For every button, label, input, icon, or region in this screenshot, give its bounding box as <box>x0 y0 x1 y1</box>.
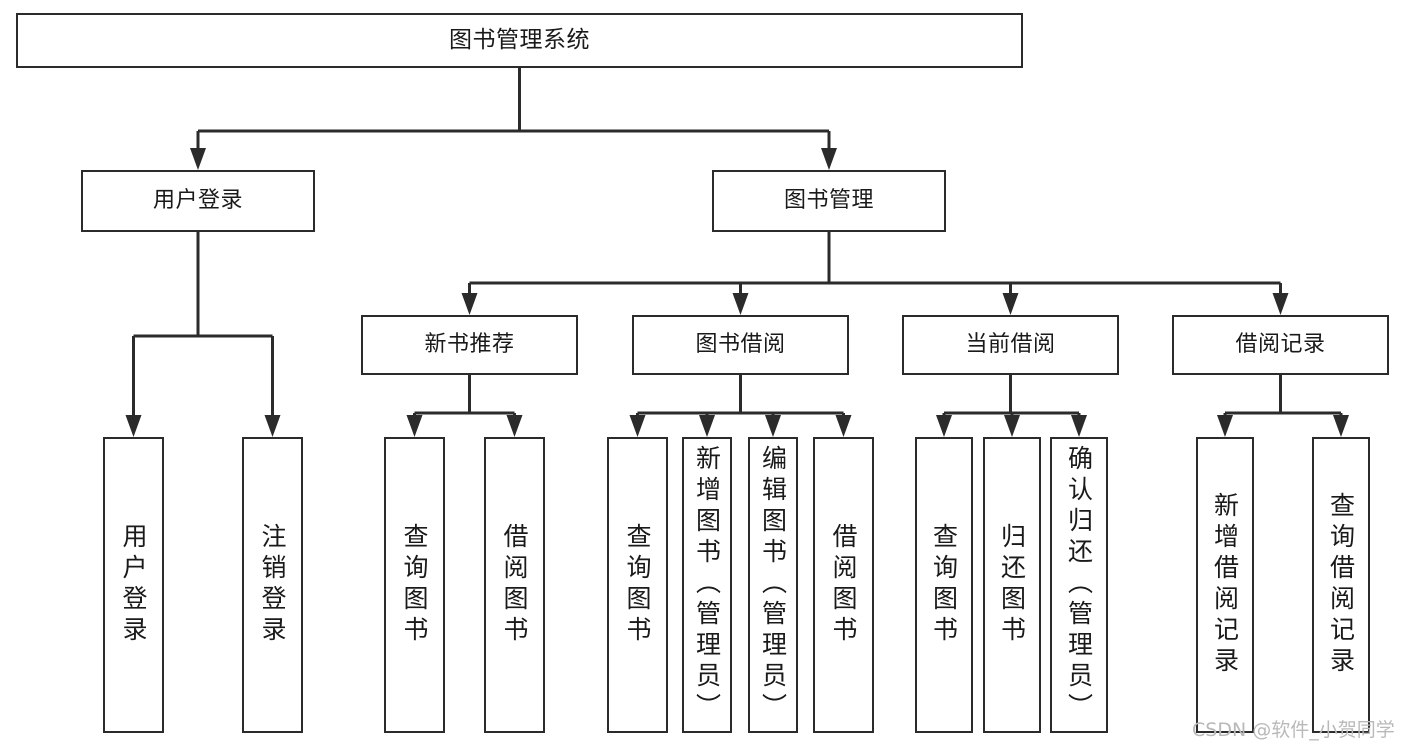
node-user_login[interactable]: 用户登录 <box>81 170 315 232</box>
node-new_book_rec[interactable]: 新书推荐 <box>361 315 578 375</box>
node-leaf_q_book_3[interactable]: 查询图书 <box>915 437 973 733</box>
node-label-leaf_confirm: 确认归还（管理员） <box>1064 445 1094 724</box>
node-label-leaf_logout: 注销登录 <box>258 523 287 647</box>
node-label-borrow_record: 借阅记录 <box>1235 332 1326 358</box>
node-book_borrow[interactable]: 图书借阅 <box>632 315 849 375</box>
node-leaf_add_rec[interactable]: 新增借阅记录 <box>1196 437 1254 733</box>
node-leaf_edit_book[interactable]: 编辑图书（管理员） <box>748 437 798 733</box>
node-label-leaf_user_login: 用户登录 <box>119 523 148 647</box>
node-label-leaf_return: 归还图书 <box>997 523 1027 647</box>
node-leaf_add_book[interactable]: 新增图书（管理员） <box>682 437 732 733</box>
node-leaf_borrow_2[interactable]: 借阅图书 <box>813 437 874 733</box>
node-leaf_query_rec[interactable]: 查询借阅记录 <box>1312 437 1370 733</box>
node-label-leaf_q_book_1: 查询图书 <box>400 523 429 647</box>
node-label-leaf_q_book_3: 查询图书 <box>929 523 959 647</box>
node-label-current_borrow: 当前借阅 <box>965 332 1056 358</box>
node-label-leaf_add_book: 新增图书（管理员） <box>692 445 722 724</box>
node-leaf_borrow_1[interactable]: 借阅图书 <box>484 437 545 733</box>
node-label-leaf_edit_book: 编辑图书（管理员） <box>758 445 788 724</box>
node-label-book_manage: 图书管理 <box>783 188 874 214</box>
node-label-leaf_query_rec: 查询借阅记录 <box>1326 492 1356 678</box>
node-label-leaf_borrow_2: 借阅图书 <box>829 523 858 647</box>
node-leaf_q_book_2[interactable]: 查询图书 <box>607 437 668 733</box>
node-root[interactable]: 图书管理系统 <box>16 13 1023 68</box>
node-label-new_book_rec: 新书推荐 <box>424 332 515 358</box>
node-current_borrow[interactable]: 当前借阅 <box>902 315 1119 375</box>
node-label-leaf_add_rec: 新增借阅记录 <box>1210 492 1240 678</box>
node-borrow_record[interactable]: 借阅记录 <box>1172 315 1389 375</box>
node-label-book_borrow: 图书借阅 <box>695 332 786 358</box>
node-label-root: 图书管理系统 <box>449 27 590 54</box>
node-leaf_logout[interactable]: 注销登录 <box>242 437 303 733</box>
node-book_manage[interactable]: 图书管理 <box>712 170 946 232</box>
watermark: CSDN @软件_小贺同学 <box>1192 719 1395 741</box>
node-leaf_return[interactable]: 归还图书 <box>983 437 1041 733</box>
node-leaf_user_login[interactable]: 用户登录 <box>103 437 164 733</box>
node-leaf_q_book_1[interactable]: 查询图书 <box>384 437 445 733</box>
node-label-leaf_borrow_1: 借阅图书 <box>500 523 529 647</box>
node-label-leaf_q_book_2: 查询图书 <box>623 523 652 647</box>
node-leaf_confirm[interactable]: 确认归还（管理员） <box>1050 437 1108 733</box>
node-label-user_login: 用户登录 <box>152 188 243 214</box>
